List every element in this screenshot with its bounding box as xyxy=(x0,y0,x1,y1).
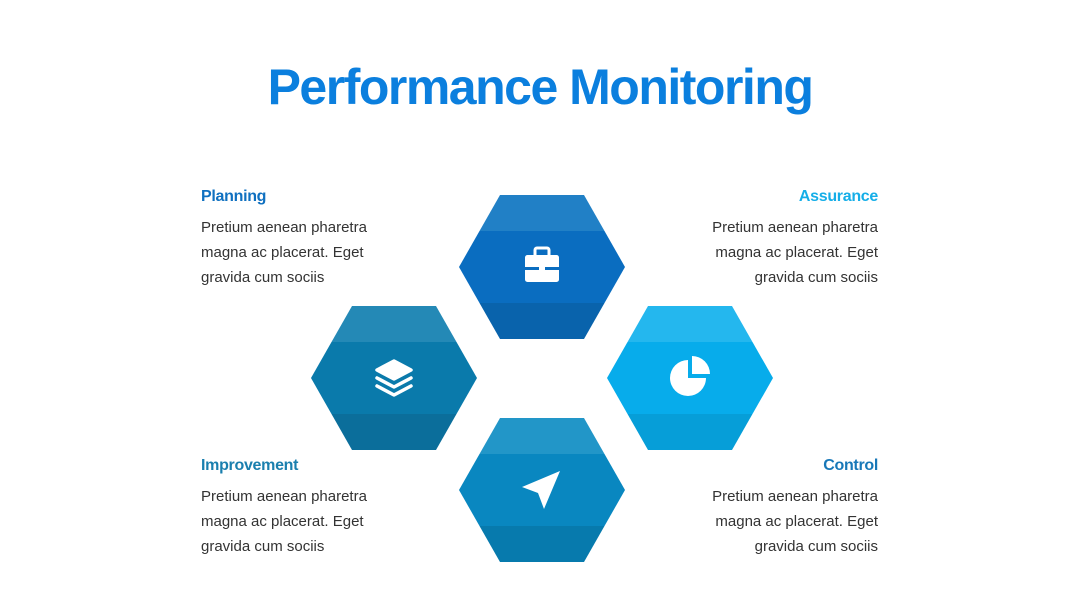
send-icon xyxy=(522,471,560,509)
improvement-heading: Improvement xyxy=(201,457,299,474)
page-title: Performance Monitoring xyxy=(267,59,814,115)
planning-heading: Planning xyxy=(201,188,267,205)
assurance-heading: Assurance xyxy=(798,188,878,205)
pie-chart-icon xyxy=(670,356,710,396)
layers-icon xyxy=(375,359,413,397)
planning-block: Planning Pretium aenean pharetra magna a… xyxy=(201,188,401,290)
control-block: Control Pretium aenean pharetra magna ac… xyxy=(678,457,878,559)
assurance-block: Assurance Pretium aenean pharetra magna … xyxy=(678,188,878,290)
briefcase-icon xyxy=(525,246,559,282)
improvement-hexagon xyxy=(311,306,477,450)
improvement-block: Improvement Pretium aenean pharetra magn… xyxy=(201,457,401,559)
planning-hexagon xyxy=(459,195,625,339)
assurance-hexagon xyxy=(607,306,773,450)
improvement-body: Pretium aenean pharetra magna ac placera… xyxy=(201,488,367,555)
control-heading: Control xyxy=(823,457,878,474)
assurance-body: Pretium aenean pharetra magna ac placera… xyxy=(712,219,878,286)
planning-body: Pretium aenean pharetra magna ac placera… xyxy=(201,219,367,286)
control-hexagon xyxy=(459,418,625,562)
control-body: Pretium aenean pharetra magna ac placera… xyxy=(712,488,878,555)
